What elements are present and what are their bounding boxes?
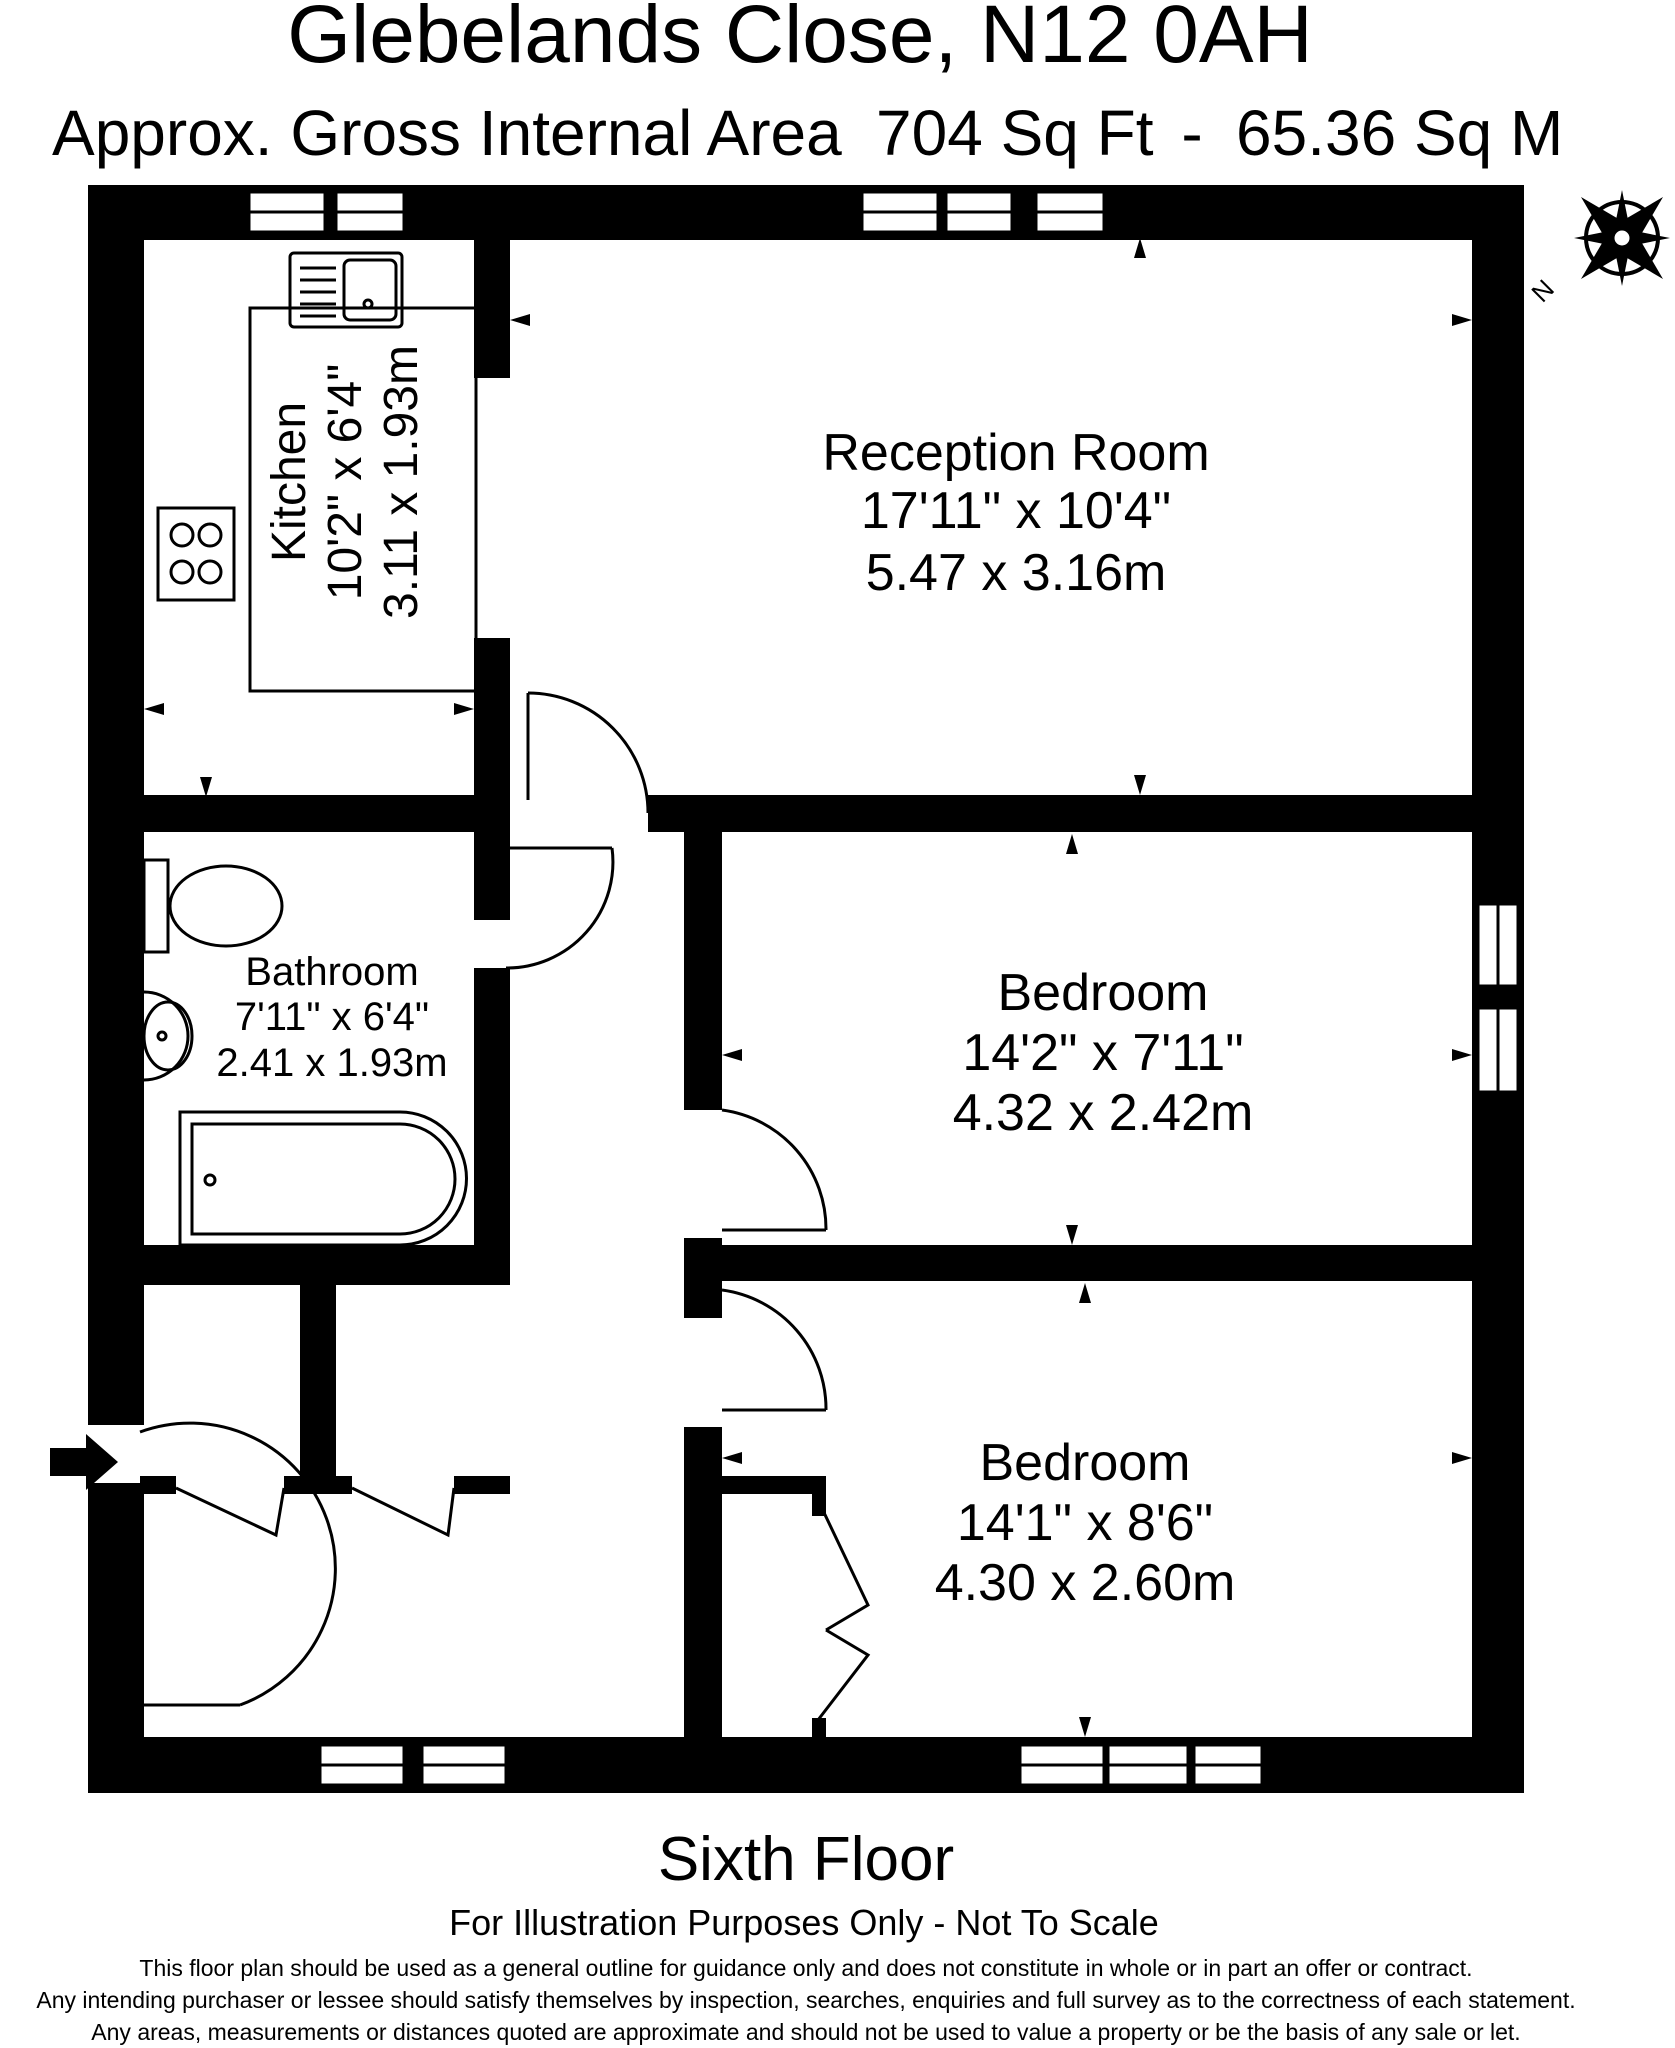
hob-icon bbox=[156, 506, 236, 602]
sink-icon bbox=[288, 251, 404, 329]
disclaimer-line-1: This floor plan should be used as a gene… bbox=[139, 1955, 1472, 1981]
compass-north-label: N bbox=[1525, 273, 1559, 307]
bedroom-1-metric: 4.32 x 2.42m bbox=[953, 1084, 1254, 1142]
illustration-note: For Illustration Purposes Only - Not To … bbox=[449, 1902, 1159, 1943]
area-separator: - bbox=[1181, 97, 1202, 169]
plan-title: Glebelands Close, N12 0AH bbox=[287, 0, 1313, 80]
bedroom-1-imperial: 14'2" x 7'11" bbox=[962, 1024, 1243, 1082]
disclaimer-line-2: Any intending purchaser or lessee should… bbox=[36, 1987, 1575, 2013]
bathroom-label: Bathroom 7'11" x 6'4" 2.41 x 1.93m bbox=[216, 950, 447, 1085]
kitchen-metric: 3.11 x 1.93m bbox=[375, 345, 428, 619]
reception-metric: 5.47 x 3.16m bbox=[866, 544, 1167, 602]
bedroom-1-name: Bedroom bbox=[998, 964, 1209, 1022]
kitchen-label: Kitchen 10'2" x 6'4" 3.11 x 1.93m bbox=[263, 345, 428, 619]
bedroom-2-metric: 4.30 x 2.60m bbox=[935, 1554, 1236, 1612]
bedroom-2-name: Bedroom bbox=[980, 1434, 1191, 1492]
kitchen-imperial: 10'2" x 6'4" bbox=[319, 364, 372, 601]
area-sqft: 704 Sq Ft bbox=[876, 97, 1154, 169]
reception-room-label: Reception Room 17'11" x 10'4" 5.47 x 3.1… bbox=[822, 424, 1209, 602]
floor-label: Sixth Floor bbox=[658, 1825, 954, 1894]
bedroom-1-label: Bedroom 14'2" x 7'11" 4.32 x 2.42m bbox=[953, 964, 1254, 1142]
door-swings bbox=[139, 691, 871, 1721]
compass-rose-icon bbox=[1574, 190, 1670, 286]
entrance-arrow-icon bbox=[50, 1434, 118, 1490]
bathtub-icon bbox=[178, 1110, 468, 1247]
kitchen-counter bbox=[248, 306, 478, 693]
bathroom-imperial: 7'11" x 6'4" bbox=[235, 995, 429, 1039]
exterior-walls bbox=[88, 185, 1524, 1793]
bedroom-2-label: Bedroom 14'1" x 8'6" 4.30 x 2.60m bbox=[935, 1434, 1236, 1612]
bedroom-2-imperial: 14'1" x 8'6" bbox=[957, 1494, 1213, 1552]
reception-name: Reception Room bbox=[822, 424, 1209, 482]
kitchen-name: Kitchen bbox=[263, 402, 316, 562]
bathroom-name: Bathroom bbox=[245, 950, 418, 994]
window-mullions bbox=[249, 210, 1500, 1767]
area-sqm: 65.36 Sq M bbox=[1236, 97, 1563, 169]
basin-icon bbox=[142, 990, 194, 1082]
interior-walls bbox=[140, 230, 1478, 1747]
reception-imperial: 17'11" x 10'4" bbox=[861, 482, 1171, 540]
disclaimer-line-3: Any areas, measurements or distances quo… bbox=[91, 2019, 1520, 2045]
bathroom-metric: 2.41 x 1.93m bbox=[216, 1041, 447, 1085]
area-label: Approx. Gross Internal Area bbox=[52, 97, 842, 169]
toilet-icon bbox=[142, 858, 284, 954]
dimension-markers bbox=[144, 215, 1472, 1737]
